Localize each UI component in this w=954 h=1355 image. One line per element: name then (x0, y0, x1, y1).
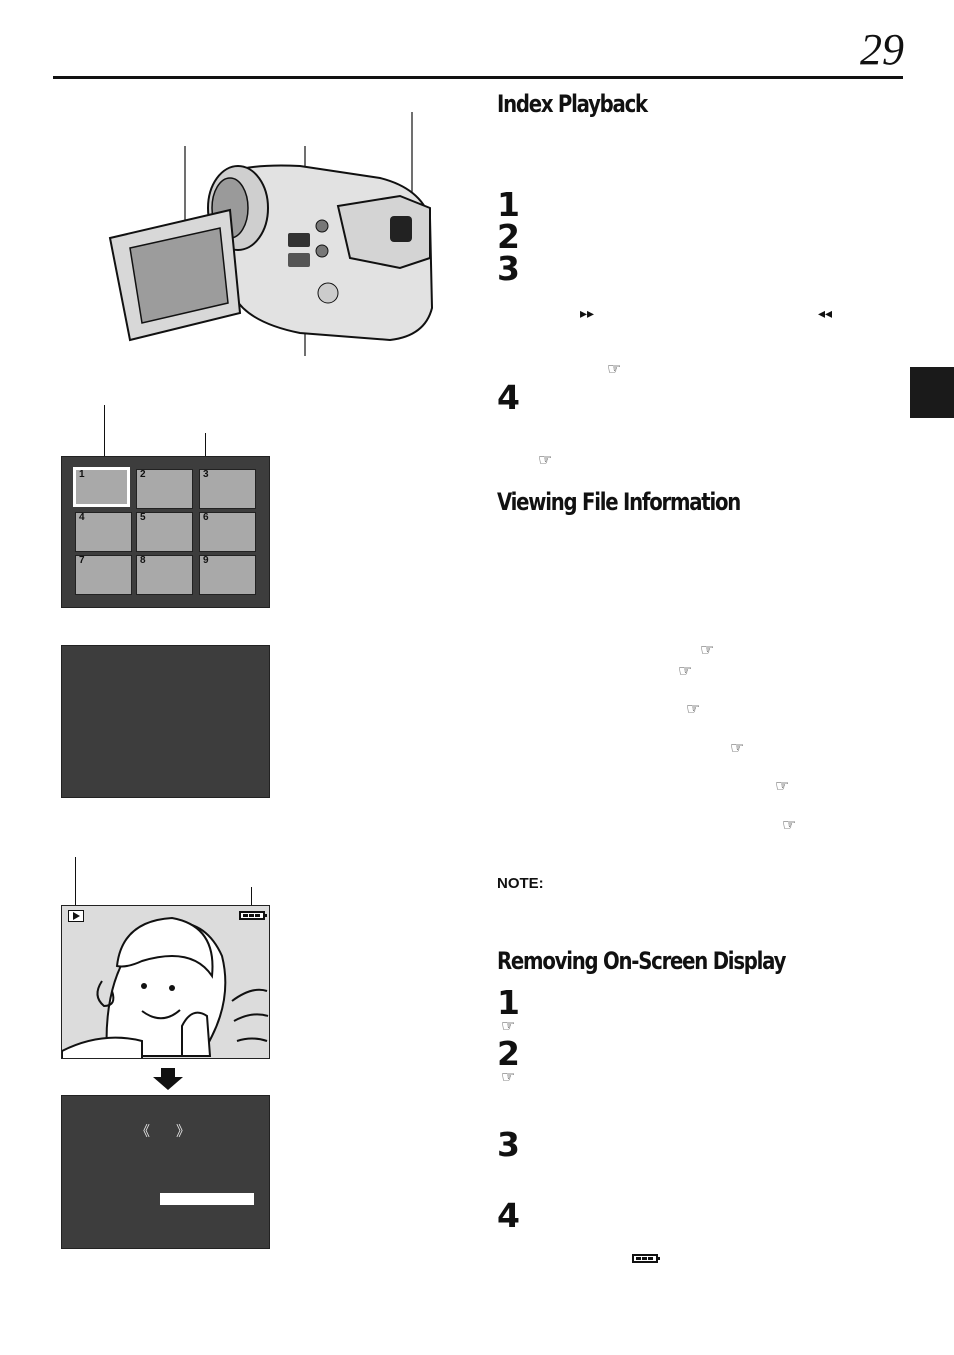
index-thumb: 4 (75, 512, 132, 552)
battery-icon (239, 911, 267, 920)
chapter-tab-marker (910, 367, 954, 418)
index-thumb: 3 (199, 469, 256, 509)
battery-icon (632, 1254, 660, 1263)
display-off-screen: 《 》 (61, 1095, 270, 1249)
reference-icon: ☞ (686, 701, 701, 718)
step-number: 1 (497, 185, 520, 224)
reference-icon: ☞ (775, 778, 790, 795)
fast-forward-icon: ▸▸ (580, 305, 595, 321)
step-number: 1 (497, 983, 520, 1022)
page-number: 29 (860, 25, 904, 74)
reference-icon: ☞ (782, 817, 797, 834)
index-thumb: 9 (199, 555, 256, 595)
section-title-index-playback: Index Playback (497, 90, 648, 118)
reference-icon: ☞ (730, 740, 745, 757)
callout-line-selected-thumb (104, 405, 105, 469)
index-thumb: 2 (136, 469, 193, 509)
step-number: 4 (497, 1196, 520, 1235)
step-number: 2 (497, 217, 520, 256)
playback-screen (61, 905, 270, 1059)
reference-icon: ☞ (538, 452, 553, 469)
play-indicator-icon (68, 910, 84, 922)
right-chevron-icon: 》 (176, 1123, 190, 1139)
reference-icon: ☞ (607, 361, 622, 378)
note-label: NOTE: (497, 875, 544, 892)
header-rule (53, 76, 903, 79)
index-thumb: 8 (136, 555, 193, 595)
callout-line-battery (251, 887, 252, 909)
step-number: 3 (497, 249, 520, 288)
file-info-screen (61, 645, 270, 798)
index-thumb: 1 (73, 467, 130, 507)
index-thumb: 6 (199, 512, 256, 552)
callout-line-play-indicator (75, 857, 76, 909)
callout-line-thumb-number (205, 433, 206, 477)
reference-icon: ☞ (700, 642, 715, 659)
character-illustration (62, 916, 269, 1058)
highlight-bar (160, 1193, 254, 1205)
step-number: 3 (497, 1125, 520, 1164)
step-number: 2 (497, 1034, 520, 1073)
index-thumb: 5 (136, 512, 193, 552)
reference-icon: ☞ (678, 663, 693, 680)
down-arrow-icon (153, 1068, 183, 1090)
section-title-removing-osd: Removing On-Screen Display (497, 947, 786, 975)
left-chevron-icon: 《 (136, 1123, 150, 1139)
rewind-icon: ◂◂ (818, 305, 833, 321)
section-title-viewing-file-info: Viewing File Information (497, 488, 741, 516)
index-screen: 1 2 3 4 5 6 7 8 9 (61, 456, 270, 608)
reference-icon: ☞ (501, 1018, 516, 1035)
reference-icon: ☞ (501, 1069, 516, 1086)
index-thumb: 7 (75, 555, 132, 595)
camcorder-illustration (108, 112, 434, 356)
step-number: 4 (497, 378, 520, 417)
